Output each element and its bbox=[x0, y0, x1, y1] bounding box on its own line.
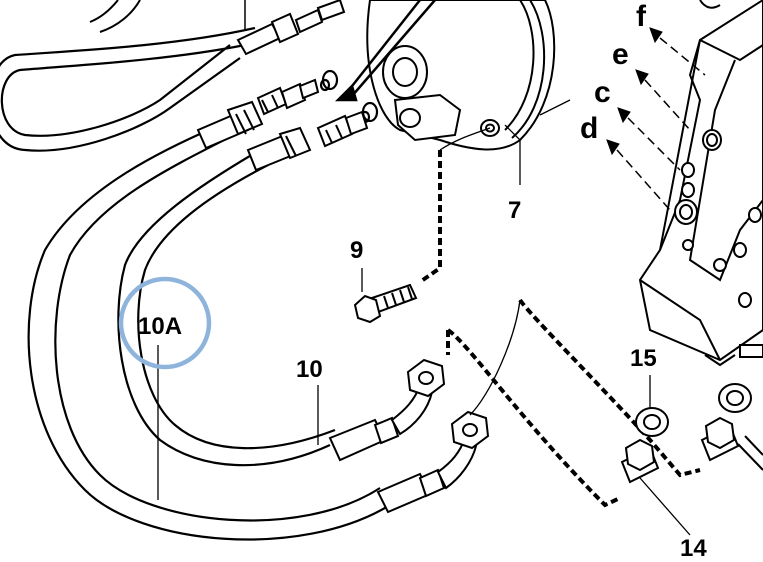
hose-10-end-fitting bbox=[328, 358, 446, 462]
upper-hose-loop bbox=[0, 0, 256, 152]
fittings-14-15 bbox=[620, 383, 763, 484]
upper-ferrule bbox=[236, 0, 346, 56]
hose-10 bbox=[117, 149, 336, 467]
top-right-curl bbox=[699, 0, 721, 9]
port-arrowheads bbox=[606, 27, 663, 156]
hose-10-ferrule-top bbox=[246, 126, 312, 172]
hose-10a-ferrule bbox=[196, 100, 264, 150]
fitting-lower-middle bbox=[316, 110, 369, 148]
label-15: 15 bbox=[630, 345, 657, 372]
highlight-circle bbox=[118, 276, 212, 370]
label-d: d bbox=[580, 112, 598, 145]
hose-10a bbox=[27, 118, 391, 541]
bolt-9 bbox=[353, 283, 418, 324]
hose-10a-end-fitting bbox=[376, 410, 490, 514]
label-10: 10 bbox=[296, 356, 323, 383]
port-arrows bbox=[616, 37, 706, 211]
label-e: e bbox=[612, 38, 629, 71]
label-7: 7 bbox=[508, 197, 521, 224]
label-9: 9 bbox=[350, 237, 363, 264]
pump-arrows bbox=[334, 0, 436, 102]
label-10a: 10A bbox=[138, 313, 182, 340]
leader-lines bbox=[157, 99, 691, 536]
label-14: 14 bbox=[680, 535, 707, 562]
pump-body bbox=[366, 0, 556, 151]
valve-block bbox=[638, 0, 763, 367]
label-c: c bbox=[594, 76, 611, 109]
routing-dashes bbox=[418, 150, 701, 508]
fitting-upper-middle bbox=[256, 78, 320, 116]
label-f: f bbox=[636, 0, 647, 33]
